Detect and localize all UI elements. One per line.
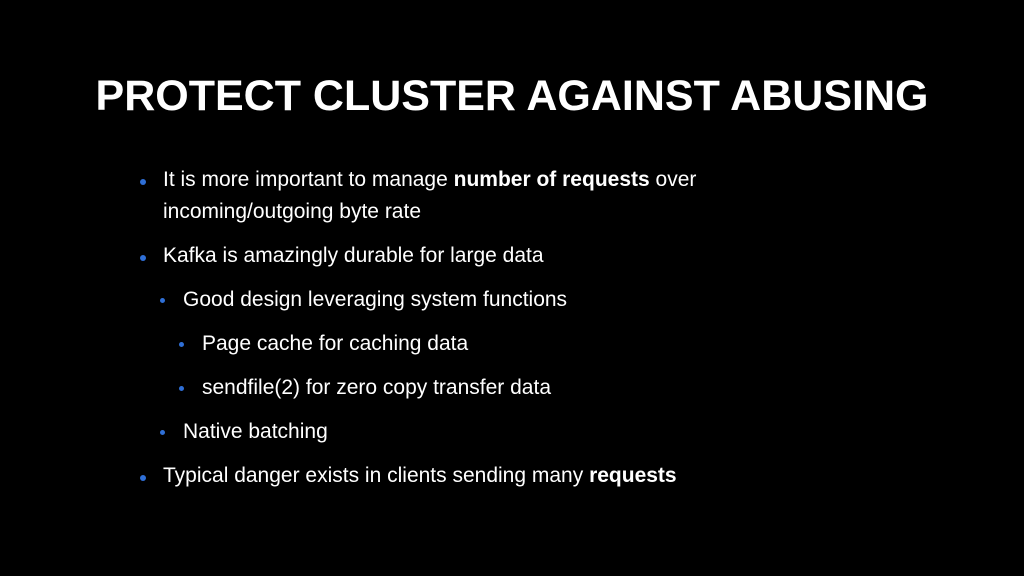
bullet-text-emphasis: requests	[589, 464, 677, 487]
bullet-item: It is more important to manage number of…	[140, 164, 860, 228]
bullet-item: Native batching	[160, 416, 860, 448]
bullet-text: Good design leveraging system functions	[183, 288, 568, 311]
bullet-item: Good design leveraging system functions	[160, 284, 860, 316]
bullet-text: Typical danger exists in clients sending…	[163, 464, 677, 487]
bullet-text-emphasis: number of requests	[453, 168, 650, 191]
bullet-text-part: Typical danger exists in clients sending…	[163, 464, 590, 487]
bullet-dot-icon	[140, 179, 146, 185]
bullet-dot-icon	[160, 298, 165, 303]
bullet-item: Typical danger exists in clients sending…	[140, 460, 860, 492]
bullet-text: It is more important to manage number of…	[163, 168, 696, 223]
bullet-text-part: It is more important to manage	[163, 168, 454, 191]
bullet-dot-icon	[160, 430, 165, 435]
bullet-dot-icon	[179, 386, 184, 391]
bullet-text: Page cache for caching data	[202, 332, 469, 355]
bullet-item: sendfile(2) for zero copy transfer data	[179, 372, 860, 404]
bullet-dot-icon	[140, 255, 146, 261]
slide-title: PROTECT CLUSTER AGAINST ABUSING	[95, 72, 929, 120]
bullet-text: Native batching	[183, 420, 328, 443]
bullet-text: Kafka is amazingly durable for large dat…	[163, 244, 544, 267]
bullet-item: Page cache for caching data	[179, 328, 860, 360]
bullet-item: Kafka is amazingly durable for large dat…	[140, 240, 860, 272]
bullet-dot-icon	[140, 475, 146, 481]
bullet-text: sendfile(2) for zero copy transfer data	[202, 376, 552, 399]
bullet-text-part: over incoming/outgoing byte rate	[163, 168, 697, 223]
bullet-list: It is more important to manage number of…	[140, 164, 860, 504]
bullet-dot-icon	[179, 342, 184, 347]
